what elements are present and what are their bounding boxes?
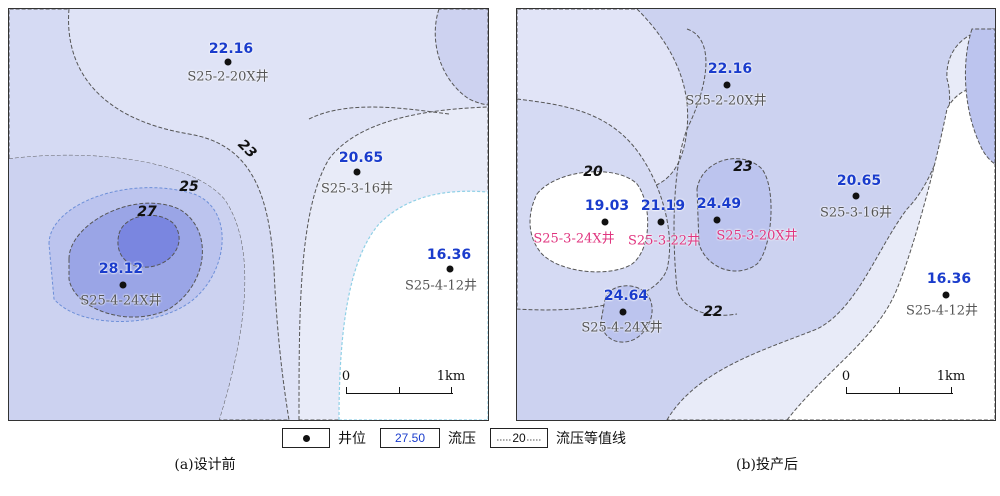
well-pressure-value: 22.16 <box>208 41 254 57</box>
well-name: S25-2-20X井 <box>685 93 767 109</box>
scale-start-label: 0 <box>841 369 851 384</box>
contour-label: 27 <box>137 204 157 220</box>
scale-bar: 0 1km <box>842 369 965 399</box>
well-pressure-value: 20.65 <box>338 150 384 166</box>
well-pressure-value: 21.19 <box>640 198 686 214</box>
well-dot <box>224 58 232 66</box>
well-pressure-value: 16.36 <box>926 271 972 287</box>
well-dot-icon <box>302 434 310 442</box>
scale-end-label: 1km <box>436 369 466 384</box>
well-pressure-value: 16.36 <box>426 247 472 263</box>
legend-isoline-symbol: 20 <box>490 428 548 448</box>
scale-start-label: 0 <box>341 369 351 384</box>
map-panel-a: 23 25 27 22.16 S25-2-20X井 20.65 S25-3-16… <box>8 8 489 421</box>
well-dot <box>942 291 950 299</box>
legend-well-label: 井位 <box>338 431 366 447</box>
well-pressure-value: 24.49 <box>696 196 742 212</box>
well-name: S25-4-12井 <box>404 278 478 294</box>
well-dot <box>446 265 454 273</box>
well-dot <box>119 281 127 289</box>
legend-value-symbol: 27.50 <box>380 428 440 448</box>
well-name: S25-4-24X井 <box>80 293 162 309</box>
well-name: S25-3-16井 <box>819 205 893 221</box>
well-pressure-value: 28.12 <box>98 261 144 277</box>
well-name: S25-4-24X井 <box>581 320 663 336</box>
well-dot <box>601 218 609 226</box>
map-legend: 井位 27.50 流压 20 流压等值线 <box>282 426 640 450</box>
dotted-line-icon <box>497 439 512 441</box>
contour-label: 20 <box>583 164 603 180</box>
well-pressure-value: 19.03 <box>584 198 630 214</box>
well-name: S25-4-12井 <box>905 303 979 319</box>
well-dot <box>657 218 665 226</box>
legend-isoline-sample: 20 <box>512 431 526 445</box>
well-dot <box>852 192 860 200</box>
legend-value-label: 流压 <box>448 431 476 447</box>
well-pressure-value: 24.64 <box>603 288 649 304</box>
legend-isoline-label: 流压等值线 <box>556 431 626 447</box>
panel-a-caption: (a)设计前 <box>174 457 236 473</box>
contour-map-a <box>9 9 488 420</box>
well-pressure-value: 20.65 <box>836 173 882 189</box>
contour-label: 22 <box>703 304 723 320</box>
scale-bar: 0 1km <box>342 369 465 399</box>
panel-b-caption: (b)投产后 <box>736 457 798 473</box>
scale-end-label: 1km <box>936 369 966 384</box>
dotted-line-icon <box>526 439 541 441</box>
legend-well-symbol <box>282 428 330 448</box>
contour-map-b <box>517 9 995 420</box>
well-dot <box>723 81 731 89</box>
well-dot <box>713 216 721 224</box>
map-panel-b: 20 23 22 22.16 S25-2-20X井 20.65 S25-3-16… <box>516 8 996 421</box>
contour-label: 25 <box>179 179 199 195</box>
legend-value-sample: 27.50 <box>394 431 426 445</box>
well-name: S25-3-22井 <box>627 233 701 249</box>
well-dot <box>353 168 361 176</box>
well-name: S25-3-16井 <box>320 181 394 197</box>
well-name: S25-3-20X井 <box>716 228 798 244</box>
well-pressure-value: 22.16 <box>707 61 753 77</box>
well-name: S25-2-20X井 <box>187 69 269 85</box>
well-name: S25-3-24X井 <box>533 231 615 247</box>
contour-label: 23 <box>733 159 753 175</box>
well-dot <box>619 308 627 316</box>
